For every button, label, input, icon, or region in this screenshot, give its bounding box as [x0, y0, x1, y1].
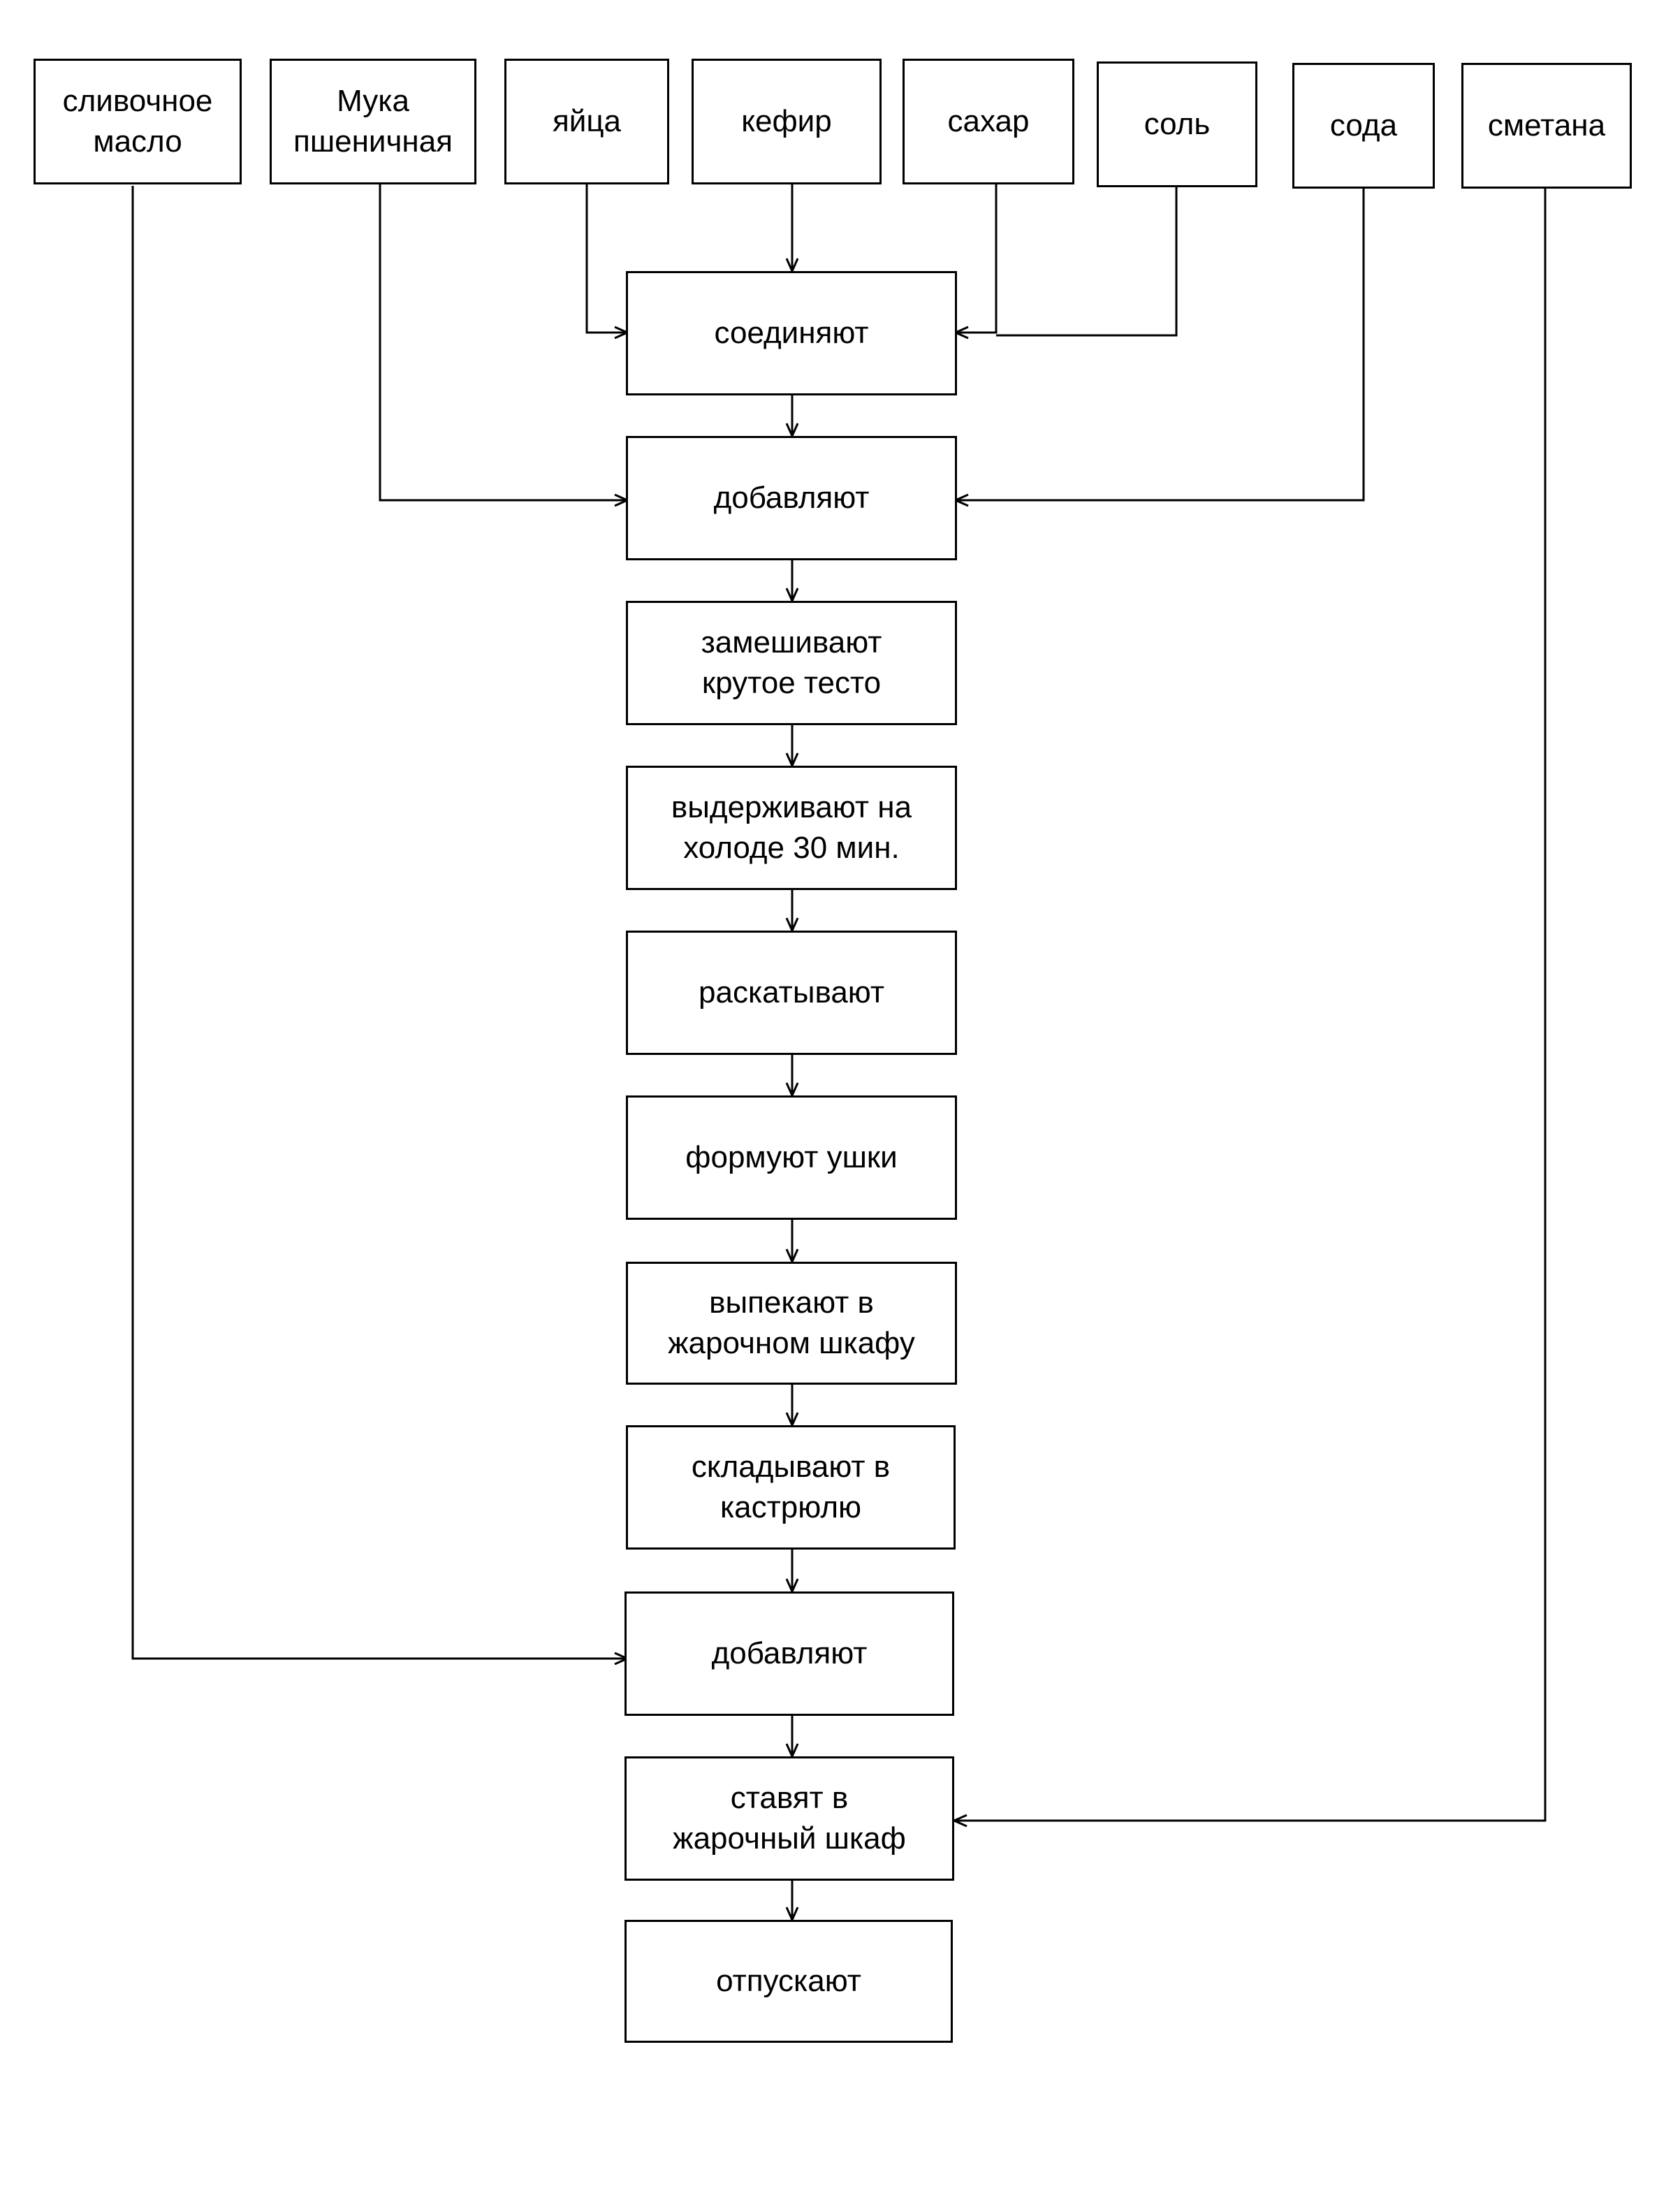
ingredient-soda: сода: [1292, 63, 1435, 189]
arrow-soda-to-add1: [956, 187, 1365, 500]
ingredient-eggs: яйца: [504, 59, 669, 184]
step-add-1: добавляют: [626, 436, 957, 560]
step-combine: соединяют: [626, 271, 957, 395]
arrow-sourcream-to-oven: [954, 187, 1547, 1821]
step-roll: раскатывают: [626, 931, 957, 1055]
step-shape: формуют ушки: [626, 1095, 957, 1220]
arrow-sugar-to-combine: [956, 183, 998, 333]
arrow-flour-to-add1: [379, 183, 627, 500]
arrow-eggs-to-combine: [585, 183, 627, 333]
step-rest: выдерживают на холоде 30 мин.: [626, 766, 957, 890]
arrow-butter-to-add2: [131, 186, 627, 1659]
step-bake: выпекают в жарочном шкафу: [626, 1262, 957, 1385]
step-pot: складывают в кастрюлю: [626, 1425, 956, 1550]
ingredient-kefir: кефир: [692, 59, 882, 184]
step-add-2: добавляют: [624, 1591, 954, 1716]
ingredient-flour: Мука пшеничная: [270, 59, 476, 184]
step-knead: замешивают крутое тесто: [626, 601, 957, 725]
step-serve: отпускают: [624, 1920, 953, 2043]
ingredient-salt: соль: [1097, 61, 1257, 187]
arrow-salt-to-combine: [996, 186, 1178, 337]
step-oven: ставят в жарочный шкаф: [624, 1756, 954, 1881]
ingredient-sugar: сахар: [903, 59, 1074, 184]
ingredient-sour-cream: сметана: [1461, 63, 1632, 189]
ingredient-butter: сливочное масло: [34, 59, 242, 184]
